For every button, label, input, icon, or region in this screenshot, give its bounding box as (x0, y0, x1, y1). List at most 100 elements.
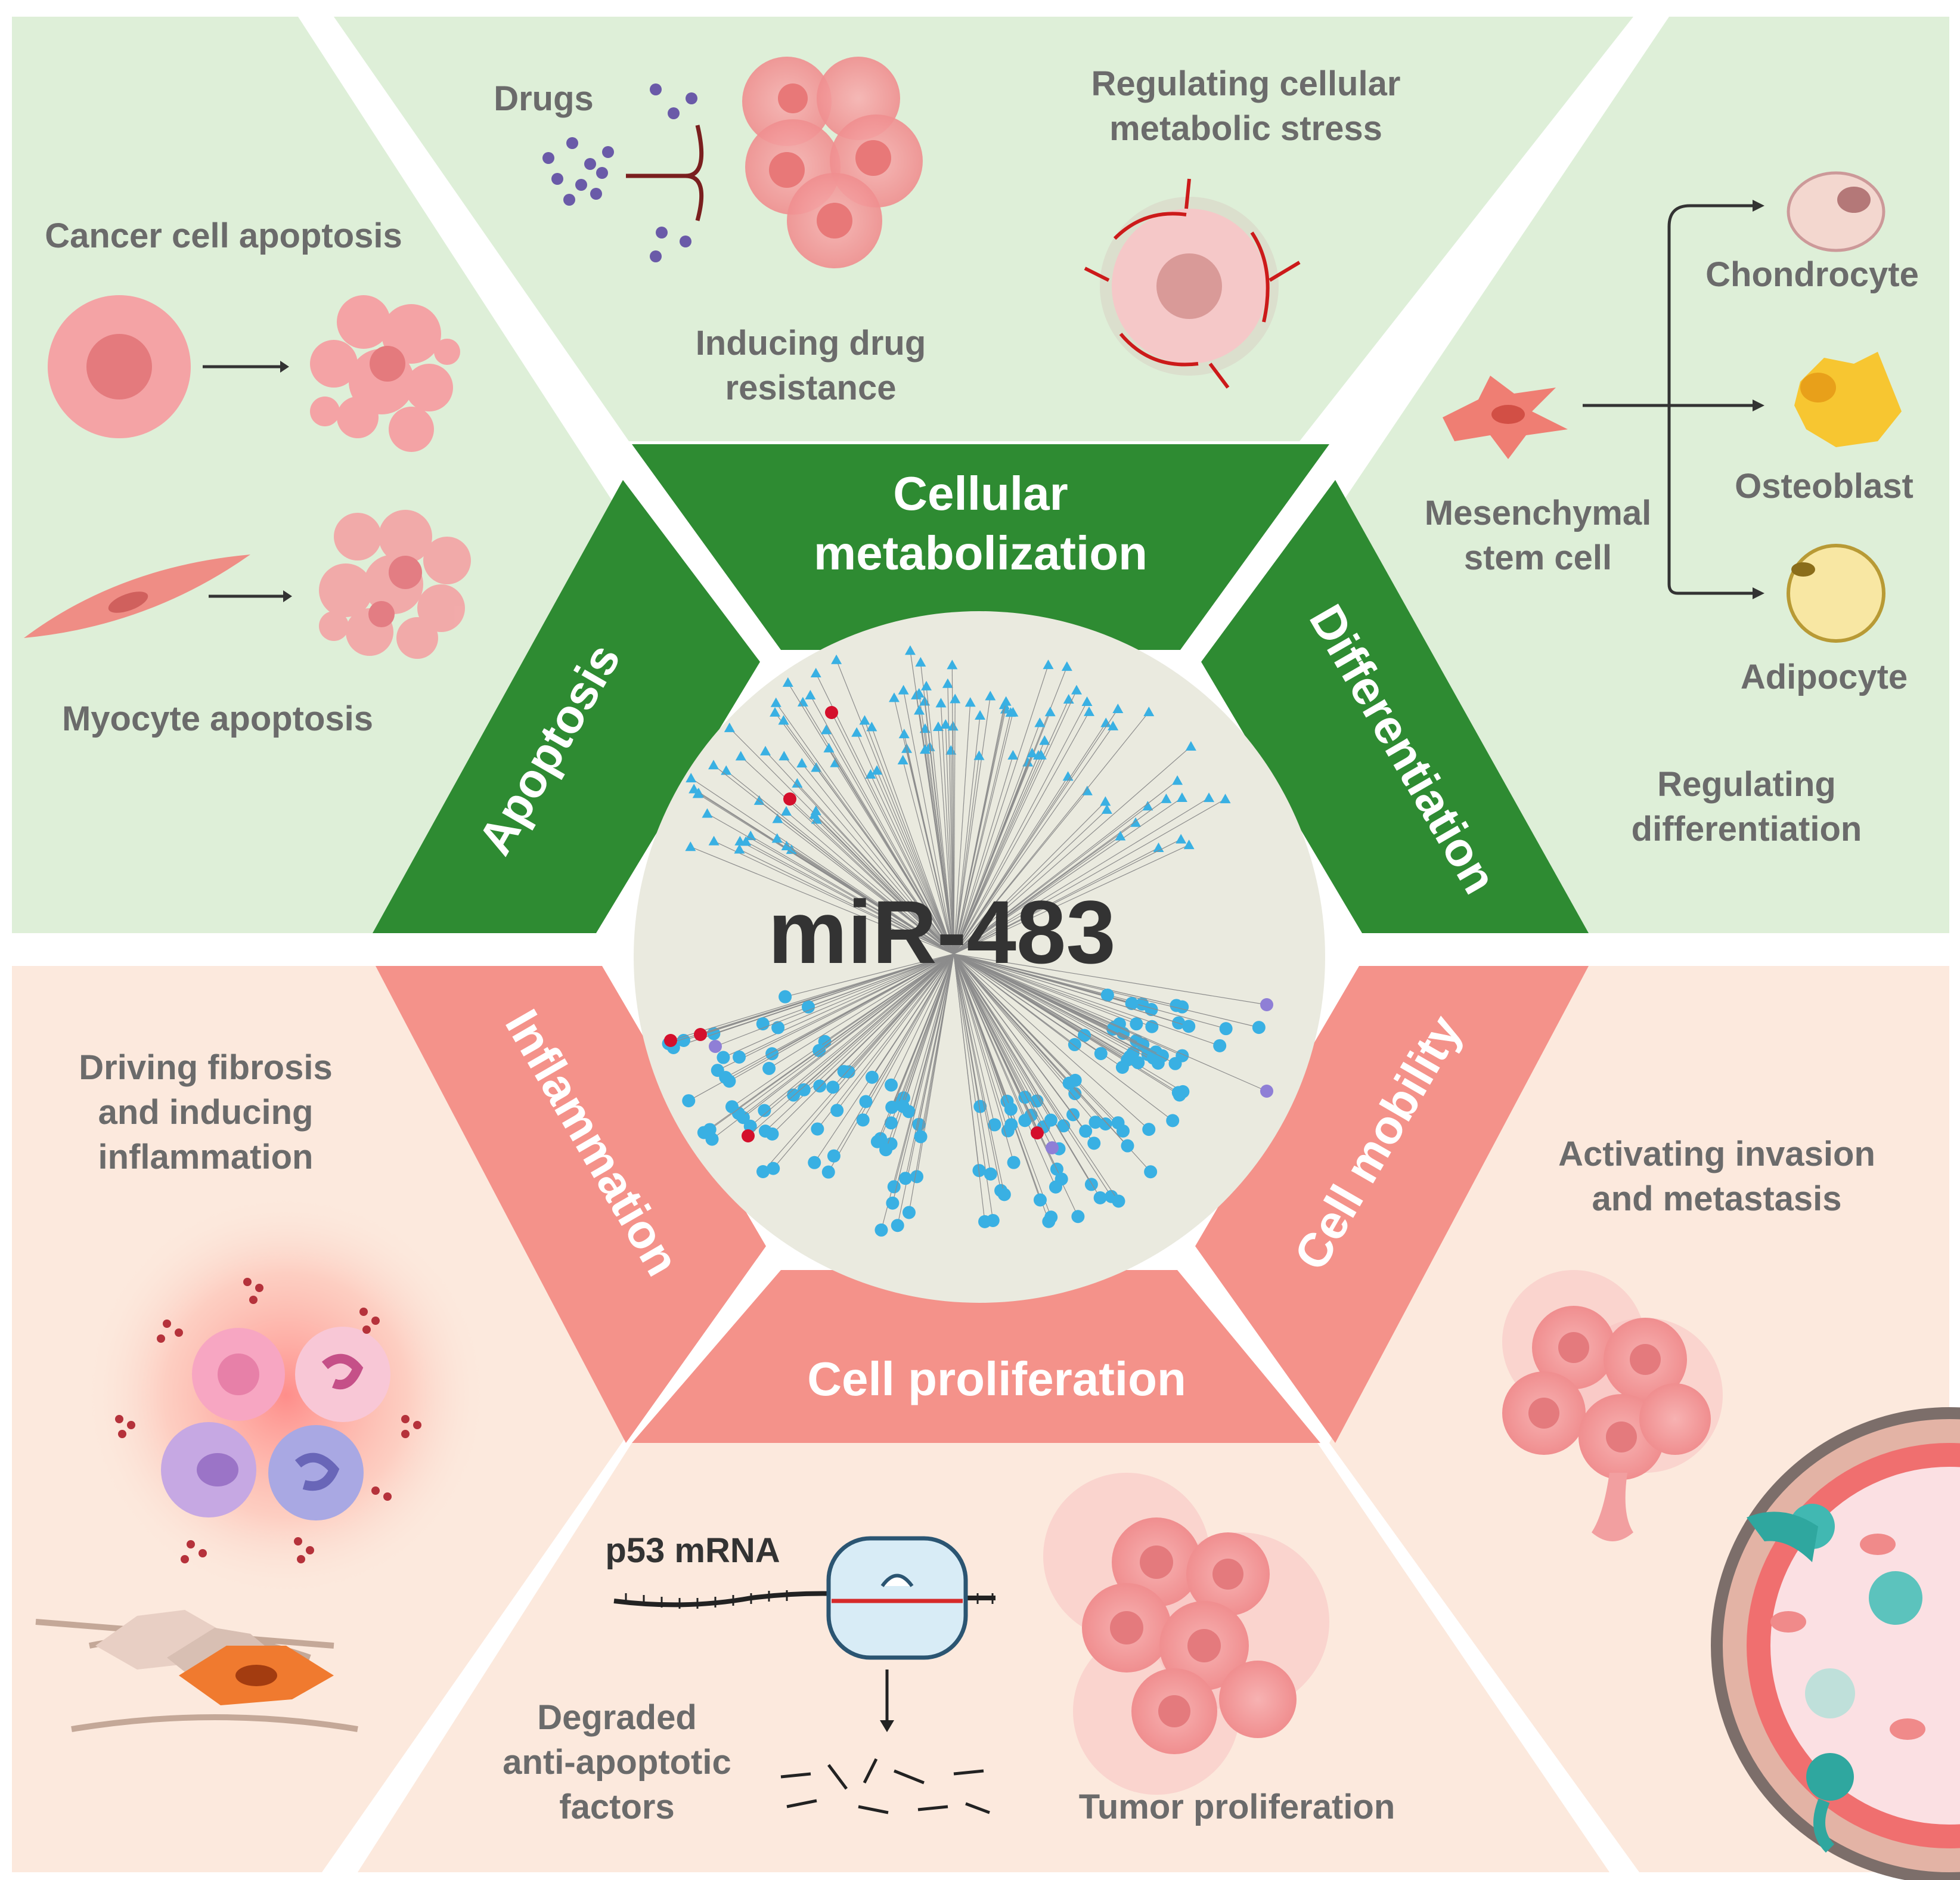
network-node-lower (767, 1162, 780, 1175)
network-edge (953, 953, 1038, 1133)
network-node-upper (901, 743, 913, 753)
network-node-upper (1100, 717, 1112, 727)
network-node-upper (1026, 748, 1038, 758)
network-edge (953, 953, 1075, 1094)
network-edge (712, 953, 954, 1140)
network-node-upper (1005, 707, 1016, 717)
trapezoid-cellular-metabolization (632, 444, 1329, 650)
network-node-upper (1183, 840, 1195, 850)
network-edge (739, 848, 954, 955)
network-node-upper (735, 751, 746, 761)
network-node-upper (805, 690, 816, 700)
blood-vessel-icon (1711, 1407, 1960, 1880)
network-edge (815, 810, 954, 955)
network-node-upper (920, 680, 932, 690)
network-node-lower (1062, 1076, 1076, 1090)
network-edge (925, 749, 954, 955)
network-node-upper (1071, 685, 1082, 695)
section-title-cell-proliferation: Cell proliferation (807, 1352, 1186, 1405)
network-node-upper (859, 715, 870, 725)
network-edge (738, 953, 954, 1114)
fragmented-cancer-cell-icon (310, 295, 460, 452)
network-node-upper (945, 745, 957, 755)
network-node-upper (745, 830, 756, 840)
network-edge (953, 953, 991, 1175)
network-edge (828, 953, 954, 1172)
network-edge (953, 953, 985, 1222)
network-edge (789, 798, 954, 955)
network-node-upper (1044, 707, 1056, 717)
network-node-upper (975, 710, 986, 720)
network-node-lower (1007, 1156, 1021, 1169)
network-node-upper (985, 690, 996, 701)
network-edge (777, 818, 954, 955)
network-edge (714, 841, 954, 955)
network-node-lower (879, 1143, 893, 1157)
network-node-lower (830, 1104, 844, 1117)
network-edge (953, 701, 1007, 955)
network-edge (697, 793, 954, 955)
network-node-lower (821, 1165, 835, 1179)
network-node-lower (797, 1083, 811, 1097)
network-node-upper (865, 769, 876, 779)
network-node-lower (1068, 1037, 1081, 1051)
network-node-lower (896, 1099, 910, 1113)
network-node-lower (837, 1065, 851, 1079)
network-node-lower (870, 1135, 884, 1148)
network-node-lower (682, 1094, 696, 1108)
network-edge (953, 780, 1178, 955)
network-node-upper (1101, 804, 1112, 814)
network-edge (826, 730, 954, 955)
network-edge (953, 953, 1076, 1081)
network-node-upper (1204, 792, 1215, 803)
network-node-lower (874, 1223, 888, 1237)
network-edge (920, 953, 954, 1137)
network-edge (953, 839, 1181, 955)
network-edge (772, 953, 954, 1135)
network-edge (750, 953, 954, 1127)
network-edge (808, 953, 954, 1008)
network-node-upper (1112, 703, 1124, 713)
network-edge (953, 953, 1173, 1121)
network-node-upper (1083, 706, 1094, 716)
network-edge (891, 953, 954, 1123)
panel-apoptosis (12, 17, 620, 933)
network-edge (773, 953, 954, 1169)
network-node-upper (702, 808, 713, 818)
network-node-highlight (664, 1034, 677, 1047)
myocyte-icon (24, 555, 250, 638)
network-node-upper (778, 715, 789, 725)
network-node-lower (765, 1127, 779, 1141)
network-edge (945, 724, 954, 955)
network-edge (729, 953, 954, 1082)
network-node-lower (1170, 999, 1183, 1012)
network-node-upper (772, 813, 783, 823)
network-node-lower (756, 1017, 770, 1031)
network-edge (731, 953, 954, 1107)
network-edge (953, 798, 1226, 955)
network-node-upper (1043, 659, 1054, 670)
network-edge (832, 953, 954, 1088)
inflammation-glow (83, 1193, 489, 1598)
fibroblasts-icon (35, 1610, 358, 1732)
network-node-upper (1007, 749, 1019, 760)
network-edge (723, 953, 954, 1058)
stressed-cell-icon (1084, 178, 1301, 389)
network-edge (768, 953, 954, 1069)
network-node-upper (1172, 775, 1183, 785)
network-edge (953, 953, 1130, 1057)
network-edge (953, 836, 1121, 955)
network-node-lower (898, 1172, 912, 1185)
label-cancer-cell-apoptosis: Cancer cell apoptosis (45, 216, 402, 255)
network-node-lower (1219, 1022, 1233, 1036)
network-edge (953, 953, 1176, 1064)
network-edge (953, 701, 1088, 955)
network-edge (783, 755, 954, 955)
network-edge (953, 953, 1128, 1061)
network-edge (891, 953, 954, 1086)
network-edge (953, 664, 1049, 955)
network-node-highlight (1031, 1126, 1044, 1139)
network-edge (953, 953, 1112, 1197)
gene-network (662, 645, 1273, 1237)
